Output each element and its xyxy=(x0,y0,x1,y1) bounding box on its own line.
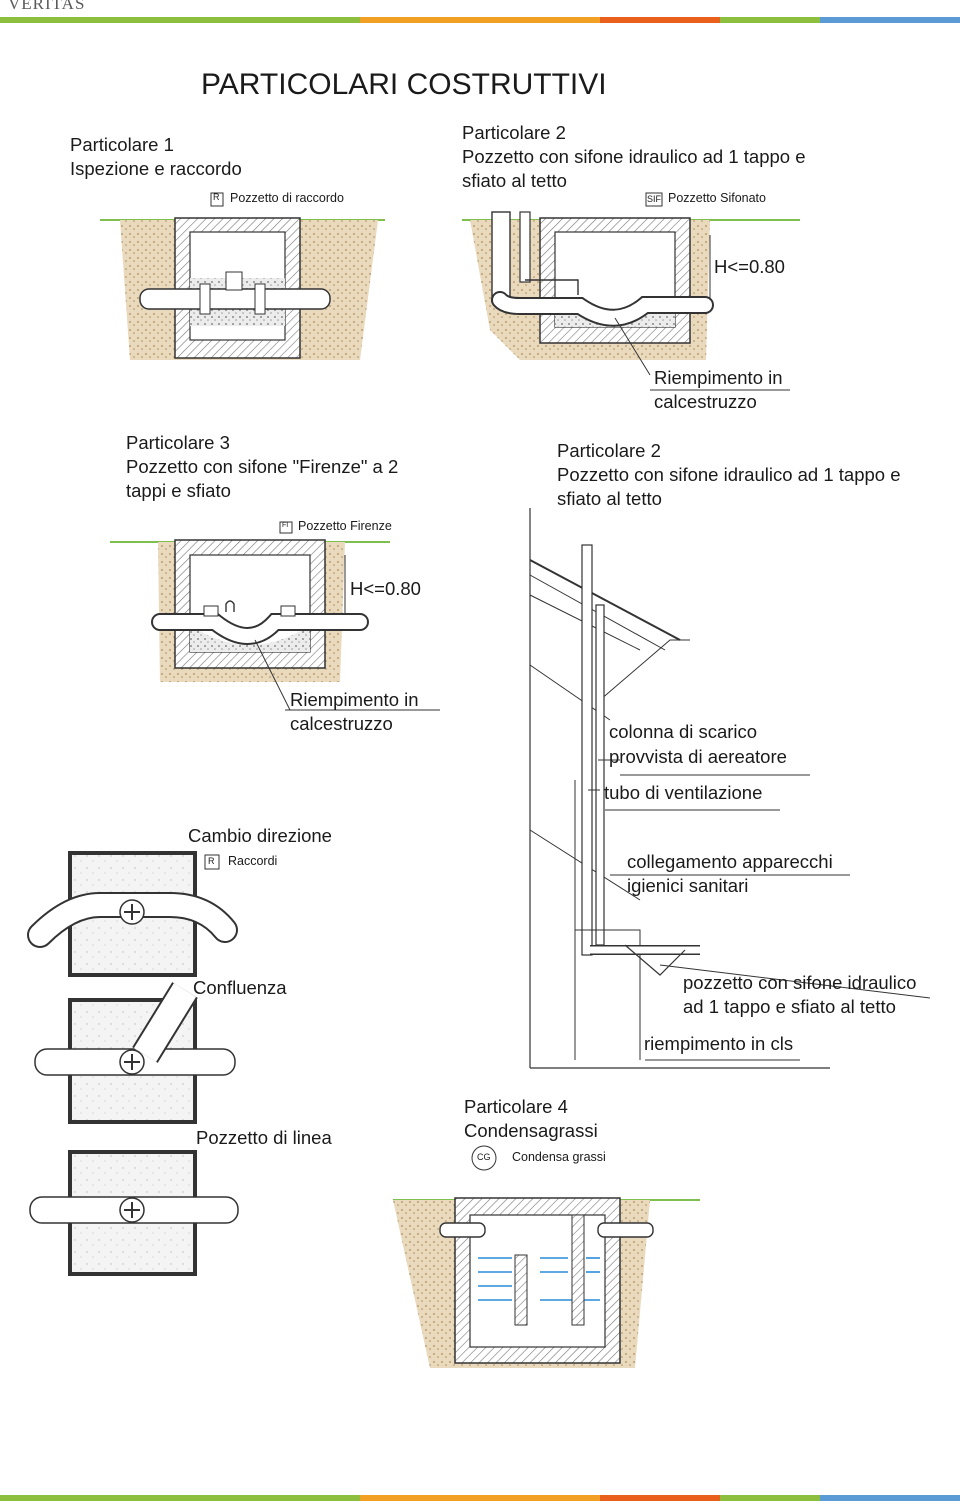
symbol-r-plan: R xyxy=(208,856,215,866)
symbol-label-firenze: Pozzetto Firenze xyxy=(298,519,392,533)
fill-note-3-line1: Riempimento in xyxy=(290,689,419,710)
symbol-label-sifonato: Pozzetto Sifonato xyxy=(668,191,766,205)
symbol-label-raccordo: Pozzetto di raccordo xyxy=(230,191,344,205)
fill-note-line2: calcestruzzo xyxy=(654,391,757,412)
detail-2-building-section xyxy=(529,508,931,1069)
detail-2-heading: Particolare 2 xyxy=(462,122,566,143)
detail-2b-heading: Particolare 2 xyxy=(557,440,661,461)
callout-colonna-line1: colonna di scarico xyxy=(609,721,758,742)
plan-cambio-label: Cambio direzione xyxy=(188,825,332,846)
plan-cambio-direzione xyxy=(27,851,238,977)
detail-2-section xyxy=(462,211,800,391)
symbol-label-raccordi: Raccordi xyxy=(228,854,278,868)
callout-pozzetto-line1: pozzetto con sifone idraulico xyxy=(683,972,917,993)
plan-pozzetto-linea xyxy=(29,1150,239,1276)
plan-confluenza xyxy=(34,982,236,1124)
detail-1-heading: Particolare 1 xyxy=(70,134,174,155)
veritas-logo: VERITAS xyxy=(8,0,86,13)
detail-2-subtitle-line1: Pozzetto con sifone idraulico ad 1 tappo… xyxy=(462,146,806,167)
detail-1-section xyxy=(100,217,385,360)
callout-riempimento: riempimento in cls xyxy=(644,1033,794,1054)
detail-3-heading: Particolare 3 xyxy=(126,432,230,453)
height-note: H<=0.80 xyxy=(714,256,785,277)
symbol-fi: FI xyxy=(282,522,289,529)
symbol-cg: CG xyxy=(477,1152,491,1162)
fill-note-line1: Riempimento in xyxy=(654,367,783,388)
detail-3-subtitle-line1: Pozzetto con sifone "Firenze" a 2 xyxy=(126,456,399,477)
symbol-r: R xyxy=(213,192,220,202)
callout-colonna-line2: provvista di aereatore xyxy=(609,746,787,767)
plan-confluenza-label: Confluenza xyxy=(193,977,287,998)
callout-collegamento-line1: collegamento apparecchi xyxy=(627,851,833,872)
detail-2b-subtitle-line2: sfiato al tetto xyxy=(557,488,662,509)
detail-3-section xyxy=(110,539,440,711)
detail-4-heading: Particolare 4 xyxy=(464,1096,568,1117)
detail-2b-subtitle-line1: Pozzetto con sifone idraulico ad 1 tappo… xyxy=(557,464,901,485)
fill-note-3-line2: calcestruzzo xyxy=(290,713,393,734)
symbol-label-condensa: Condensa grassi xyxy=(512,1150,606,1164)
detail-2-subtitle-line2: sfiato al tetto xyxy=(462,170,567,191)
height-note-3: H<=0.80 xyxy=(350,578,421,599)
callout-collegamento-line2: igienici sanitari xyxy=(627,875,749,896)
symbol-sif: SIF xyxy=(647,194,662,204)
detail-4-section xyxy=(393,1197,700,1368)
detail-1-subtitle: Ispezione e raccordo xyxy=(70,158,242,179)
page-title: PARTICOLARI COSTRUTTIVI xyxy=(201,68,607,101)
callout-pozzetto-line2: ad 1 tappo e sfiato al tetto xyxy=(683,996,896,1017)
detail-4-subtitle: Condensagrassi xyxy=(464,1120,598,1141)
detail-3-subtitle-line2: tappi e sfiato xyxy=(126,480,231,501)
plan-linea-label: Pozzetto di linea xyxy=(196,1127,332,1148)
callout-ventilazione: tubo di ventilazione xyxy=(604,782,763,803)
